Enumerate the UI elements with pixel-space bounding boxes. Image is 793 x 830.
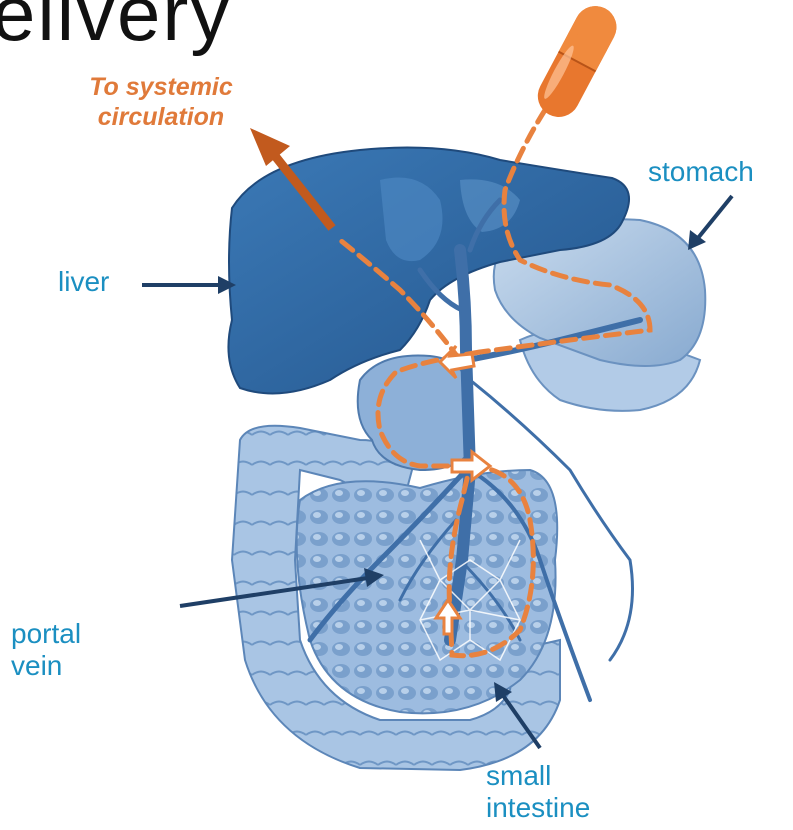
small-intestine-shape	[297, 470, 558, 713]
pill-capsule-icon	[530, 0, 623, 124]
